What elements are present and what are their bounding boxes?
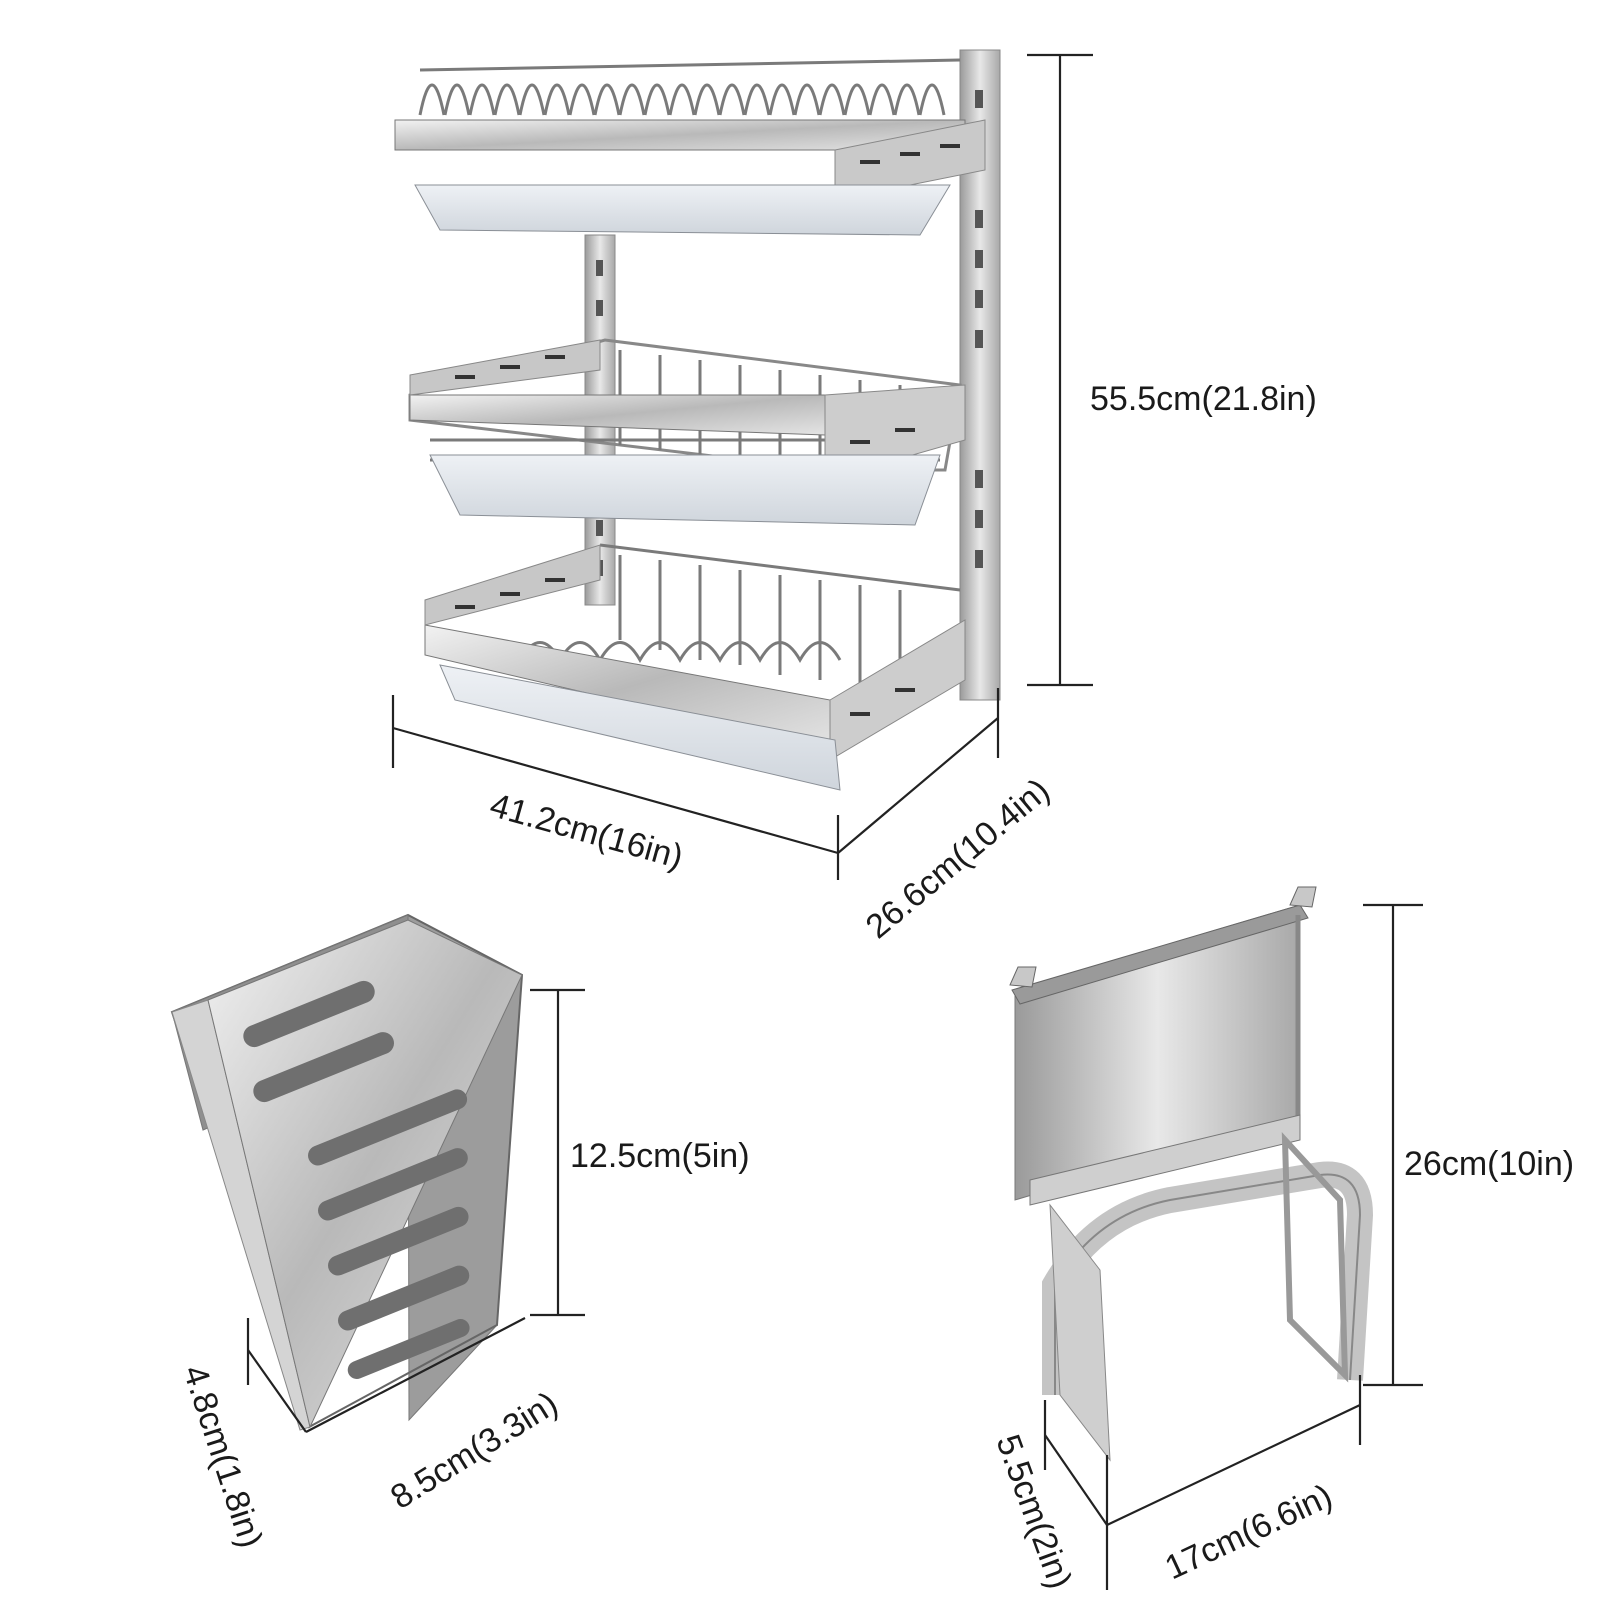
board-depth-dimension-line bbox=[1043, 1400, 1109, 1590]
rack-depth-dimension-line bbox=[837, 688, 1000, 854]
cutlery-height-dimension-line bbox=[530, 988, 585, 1317]
rack-height-dimension-line bbox=[1027, 53, 1093, 687]
rack-width-dimension-line bbox=[391, 695, 840, 880]
board-holder-crossbar bbox=[1029, 1114, 1301, 1206]
rack-top-drip-tray bbox=[414, 184, 951, 236]
cutlery-holder-front bbox=[207, 919, 523, 1429]
cutlery-width-dimension-line bbox=[305, 1317, 526, 1433]
dish-rack-illustration bbox=[394, 49, 1001, 791]
cutlery-holder-illustration bbox=[170, 913, 524, 1431]
rack-middle-shelf bbox=[408, 338, 966, 526]
cutlery-holder-slots bbox=[243, 980, 470, 1379]
board-holder-illustration bbox=[1009, 886, 1374, 1462]
rack-height-label: 55.5cm(21.8in) bbox=[1090, 380, 1317, 418]
board-width-label: 17cm(6.6in) bbox=[1159, 1477, 1338, 1587]
cutlery-depth-label: 4.8cm(1.8in) bbox=[175, 1361, 270, 1552]
rack-depth-label: 26.6cm(10.4in) bbox=[859, 771, 1057, 946]
board-height-label: 26cm(10in) bbox=[1404, 1145, 1574, 1183]
cutlery-depth-dimension-line bbox=[246, 1318, 307, 1433]
rack-bottom-shelf bbox=[424, 543, 966, 791]
board-width-dimension-line bbox=[1106, 1375, 1362, 1526]
rack-width-label: 41.2cm(16in) bbox=[486, 786, 687, 876]
board-height-dimension-line bbox=[1363, 903, 1423, 1387]
rack-plate-wires bbox=[418, 58, 961, 116]
board-depth-label: 5.5cm(2in) bbox=[988, 1430, 1079, 1594]
cutlery-height-label: 12.5cm(5in) bbox=[570, 1137, 750, 1175]
